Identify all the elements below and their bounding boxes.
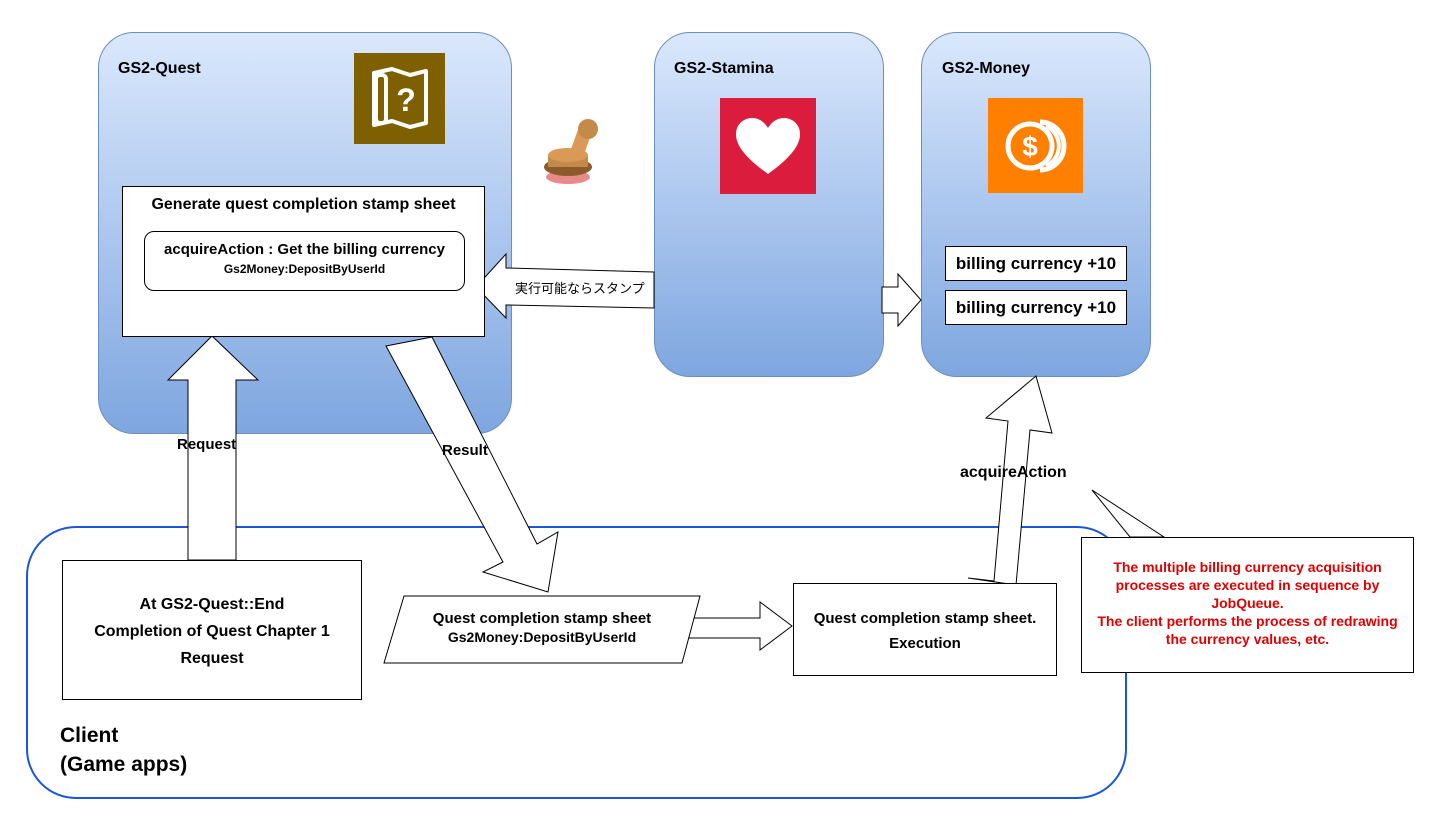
request-label: Request bbox=[177, 436, 237, 453]
stamp-sheet-line1: Quest completion stamp sheet bbox=[432, 610, 652, 627]
client-request-box: At GS2-Quest::End Completion of Quest Ch… bbox=[62, 560, 362, 700]
client-request-line2: Completion of Quest Chapter 1 bbox=[94, 623, 330, 640]
coins-icon: $ bbox=[988, 98, 1083, 193]
acquire-arrow bbox=[967, 375, 1053, 586]
client-title-line2: (Game apps) bbox=[60, 753, 188, 776]
stamp-sheet-generation-title: Generate quest completion stamp sheet bbox=[151, 196, 456, 213]
stamp-icon bbox=[540, 115, 610, 190]
stamp-sheet-text: Quest completion stamp sheet Gs2Money:De… bbox=[390, 610, 694, 645]
stamp-sheet-shape bbox=[383, 595, 701, 664]
sheet-to-exec-arrow bbox=[685, 601, 793, 651]
billing-currency-item-1: billing currency +10 bbox=[945, 246, 1127, 281]
result-arrow bbox=[385, 336, 559, 593]
billing-currency-item-2: billing currency +10 bbox=[945, 290, 1127, 325]
acquire-action-sub: Gs2Money:DepositByUserId bbox=[223, 262, 386, 276]
acquire-action-label: acquireAction bbox=[960, 464, 1067, 481]
svg-text:?: ? bbox=[396, 82, 416, 118]
stamp-sheet-line2: Gs2Money:DepositByUserId bbox=[447, 629, 637, 645]
note-line1: The multiple billing currency acquisitio… bbox=[1113, 559, 1382, 611]
execution-line1: Quest completion stamp sheet. bbox=[813, 610, 1037, 627]
note-line2: The client performs the process of redra… bbox=[1097, 613, 1398, 647]
gs2-money-title: GS2-Money bbox=[942, 60, 1031, 77]
gs2-stamina-service bbox=[654, 32, 884, 377]
result-label: Result bbox=[442, 442, 488, 459]
heart-icon bbox=[720, 98, 816, 194]
quest-map-icon: ? bbox=[354, 53, 445, 144]
stamp-if-executable-label: 実行可能ならスタンプ bbox=[515, 282, 645, 297]
request-arrow bbox=[166, 335, 260, 561]
client-title-line1: Client bbox=[60, 724, 119, 747]
execution-line2: Execution bbox=[889, 635, 961, 652]
execution-box: Quest completion stamp sheet. Execution bbox=[793, 583, 1057, 676]
acquire-action-title: acquireAction : Get the billing currency bbox=[164, 241, 445, 258]
client-request-line3: Request bbox=[180, 650, 244, 667]
note-box: The multiple billing currency acquisitio… bbox=[1081, 537, 1414, 673]
stamp-arrow bbox=[475, 252, 655, 320]
stamina-to-money-arrow bbox=[881, 272, 922, 328]
gs2-quest-title: GS2-Quest bbox=[118, 60, 201, 77]
svg-text:$: $ bbox=[1022, 131, 1038, 162]
client-request-line1: At GS2-Quest::End bbox=[139, 596, 285, 613]
gs2-stamina-title: GS2-Stamina bbox=[674, 60, 774, 77]
acquire-action-box: acquireAction : Get the billing currency… bbox=[144, 231, 465, 291]
